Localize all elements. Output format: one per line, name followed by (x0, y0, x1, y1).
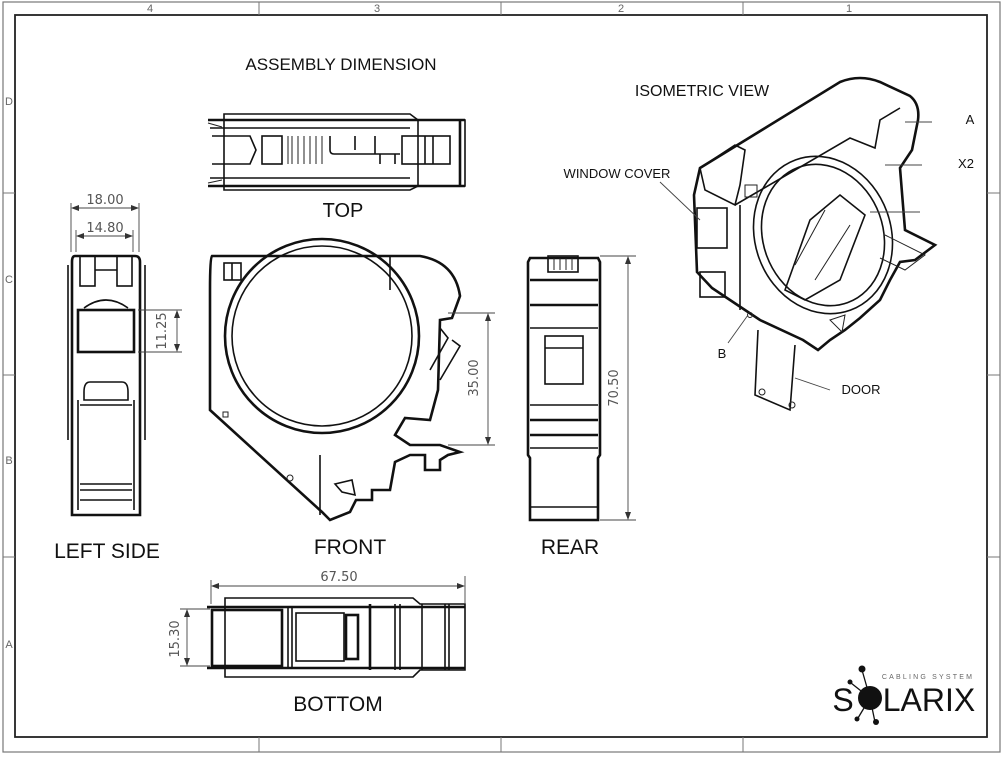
dim-bottom-width: 15.30 (168, 620, 183, 657)
left-side-view (67, 254, 146, 517)
top-view (207, 113, 466, 191)
logo-tagline: CABLING SYSTEM (882, 674, 974, 681)
rear-dimension-lines (600, 255, 636, 521)
bottom-dimension-lines (180, 576, 466, 667)
zone-column-3: 3 (374, 3, 380, 15)
solarix-logo: CABLING SYSTEM S LARIX (832, 665, 975, 725)
zone-column-4: 4 (147, 3, 153, 15)
callout-door: DOOR (842, 382, 881, 397)
front-view-label: FRONT (314, 536, 386, 559)
zone-column-2: 2 (618, 3, 624, 15)
callout-x2: X2 (958, 156, 974, 171)
rear-view (526, 255, 602, 522)
dim-front-height: 35.00 (467, 359, 482, 396)
dim-left-side-outer-width: 18.00 (86, 193, 123, 208)
zone-row-d: D (5, 96, 13, 108)
logo-molecule-icon (847, 665, 882, 725)
front-dimension-lines (448, 312, 495, 446)
callout-window-cover: WINDOW COVER (564, 166, 671, 181)
dim-left-side-inner-width: 14.80 (86, 221, 123, 236)
bottom-view-label: BOTTOM (293, 693, 382, 716)
logo-letter-s: S (832, 682, 853, 718)
left-side-view-label: LEFT SIDE (54, 540, 160, 563)
top-view-label: TOP (323, 200, 364, 222)
dim-rear-height: 70.50 (607, 369, 622, 406)
logo-wordmark: LARIX (883, 682, 975, 718)
rear-view-label: REAR (541, 536, 599, 559)
zone-column-1: 1 (846, 3, 852, 15)
zone-row-a: A (5, 639, 13, 651)
front-view (208, 237, 465, 522)
bottom-view (207, 597, 466, 678)
callout-a: A (966, 112, 975, 127)
dim-left-side-window-height: 11.25 (155, 312, 170, 349)
inner-border (14, 14, 988, 738)
callout-leaders (659, 121, 932, 391)
callout-b: B (718, 346, 727, 361)
zone-row-b: B (5, 455, 12, 467)
zone-dividers (3, 2, 1000, 752)
isometric-view-label: ISOMETRIC VIEW (635, 83, 770, 100)
sheet-title: ASSEMBLY DIMENSION (245, 55, 436, 74)
dim-bottom-length: 67.50 (320, 570, 357, 585)
left-side-dimension-lines (70, 203, 182, 353)
isometric-view (692, 76, 938, 412)
zone-row-c: C (5, 274, 13, 286)
